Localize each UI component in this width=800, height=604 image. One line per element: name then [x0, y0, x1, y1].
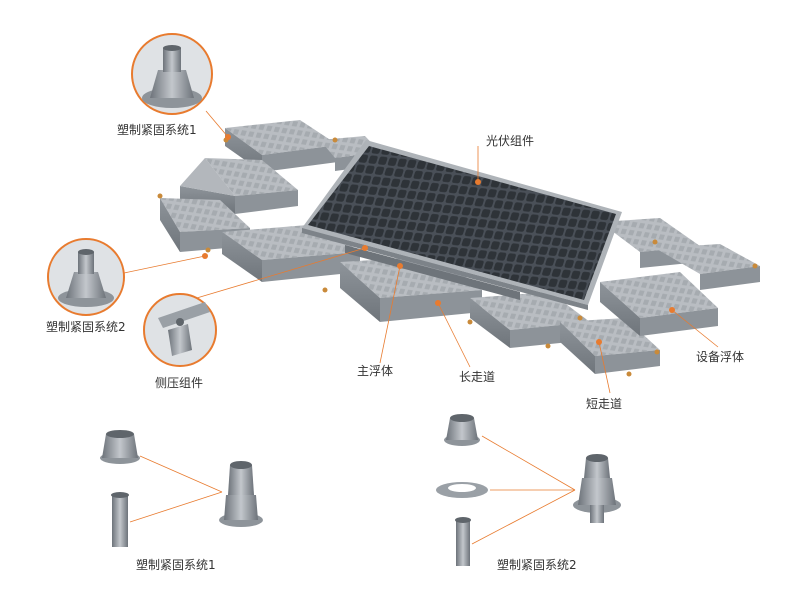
float-block: [655, 244, 760, 290]
label-equipment-float: 设备浮体: [696, 350, 745, 364]
pv-panel: [302, 140, 622, 310]
label-pv-module: 光伏组件: [486, 134, 535, 148]
detail-circle-fastening-2: [47, 238, 125, 316]
detail-circle-fastening-1: [131, 33, 213, 115]
float-block: [600, 272, 718, 336]
label-long-walkway: 长走道: [459, 370, 496, 384]
label-side-clamp: 侧压组件: [155, 376, 204, 390]
kit-2-lines: [471, 435, 576, 545]
leader-lines: [123, 110, 719, 394]
detail-circle-side-clamp: [143, 293, 217, 367]
kit-1-lines: [129, 455, 223, 523]
label-kit-1: 塑制紧固系统1: [136, 558, 216, 572]
float-block: [160, 198, 250, 252]
label-fastening-system-2: 塑制紧固系统2: [46, 320, 126, 334]
label-fastening-system-1: 塑制紧固系统1: [117, 123, 197, 137]
kit-1-parts: [100, 430, 263, 547]
label-short-walkway: 短走道: [586, 397, 623, 411]
label-main-float: 主浮体: [357, 364, 394, 378]
kit-2-parts: [436, 414, 621, 566]
label-kit-2: 塑制紧固系统2: [497, 558, 577, 572]
callout-dots: [202, 134, 675, 345]
